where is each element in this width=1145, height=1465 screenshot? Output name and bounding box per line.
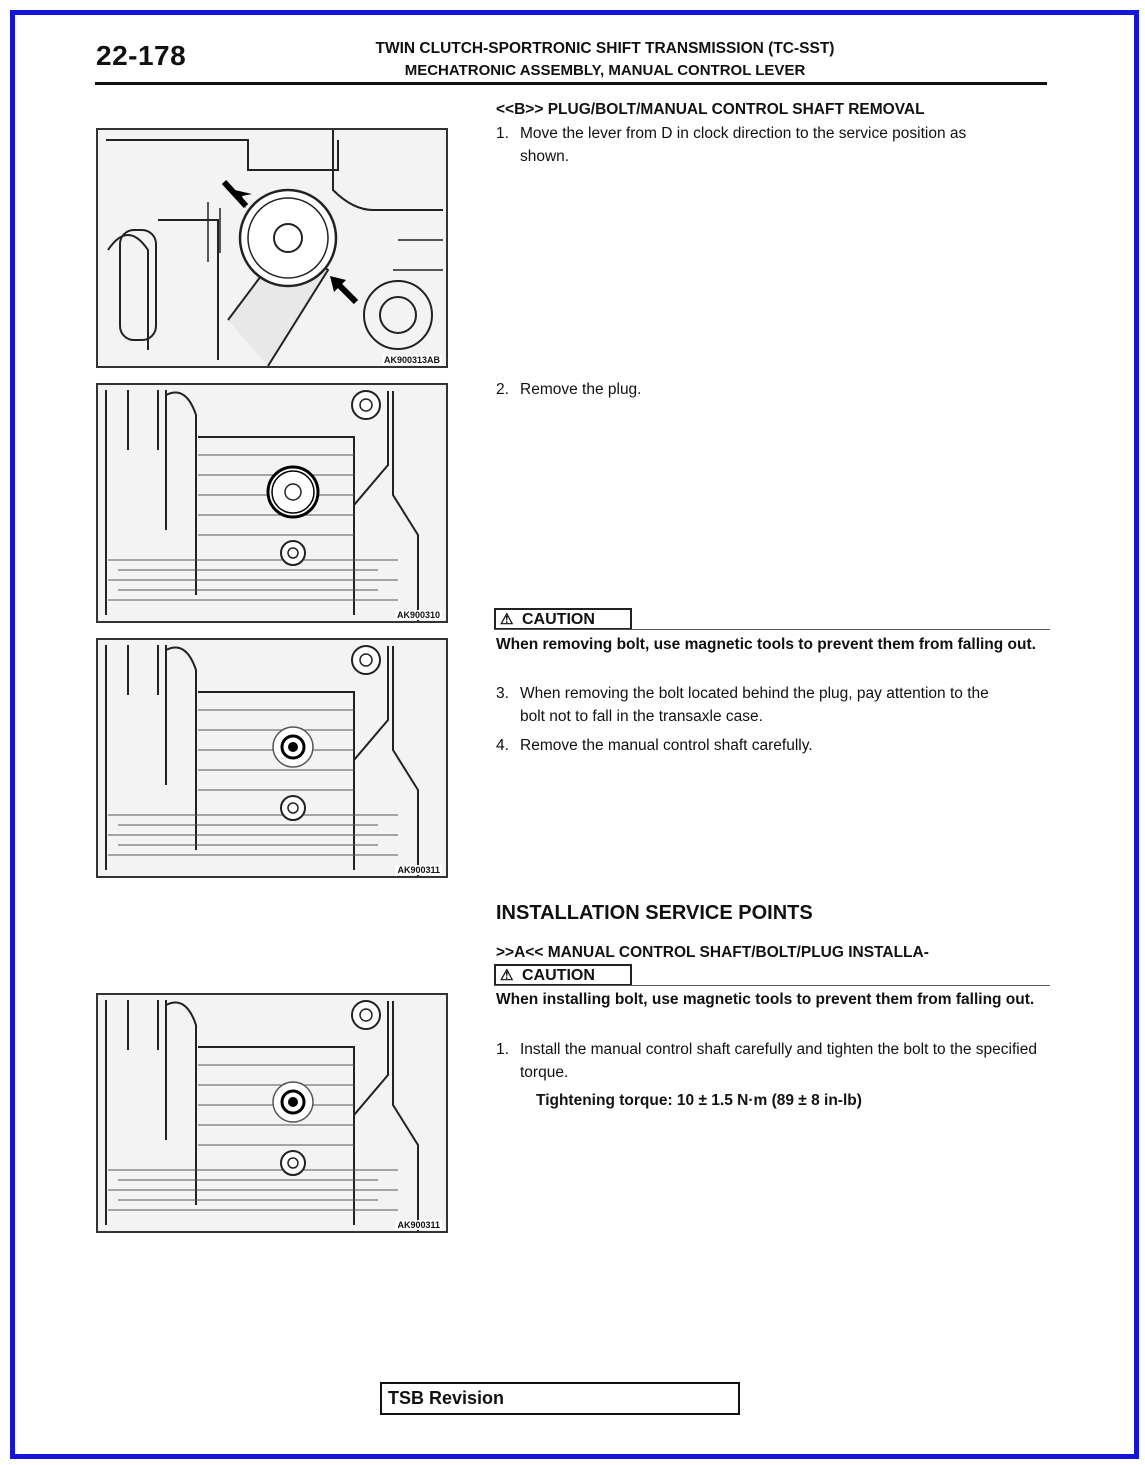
- step-number: 2.: [496, 381, 509, 398]
- warning-triangle-icon: ⚠: [500, 967, 514, 984]
- caution-box: ⚠ CAUTION: [494, 964, 632, 986]
- figure-install-bolt: AK900311: [96, 993, 448, 1233]
- lever-illustration: [98, 130, 446, 366]
- warning-triangle-icon: ⚠: [500, 611, 514, 628]
- figure-bolt: AK900311: [96, 638, 448, 878]
- figure-code: AK900311: [395, 1220, 442, 1230]
- installation-heading: >>A<< MANUAL CONTROL SHAFT/BOLT/PLUG INS…: [496, 944, 929, 961]
- caution-rule: [494, 985, 1050, 986]
- caution-label: CAUTION: [522, 611, 595, 628]
- step-number: 3.: [496, 685, 509, 702]
- step-number: 1.: [496, 125, 509, 142]
- removal-step-4: 4. Remove the manual control shaft caref…: [496, 734, 1056, 757]
- removal-step-1: 1. Move the lever from D in clock direct…: [496, 122, 996, 168]
- removal-step-3: 3. When removing the bolt located behind…: [496, 682, 1006, 728]
- page-frame: [10, 10, 1139, 1459]
- bolt-illustration: [98, 640, 446, 876]
- caution-label: CAUTION: [522, 967, 595, 984]
- page-subtitle: MECHATRONIC ASSEMBLY, MANUAL CONTROL LEV…: [404, 62, 806, 79]
- step-number: 1.: [496, 1041, 509, 1058]
- step-text: Install the manual control shaft careful…: [520, 1041, 1037, 1081]
- caution-text: When removing bolt, use magnetic tools t…: [496, 636, 1036, 653]
- removal-step-2: 2. Remove the plug.: [496, 378, 1056, 401]
- figure-code: AK900310: [394, 610, 442, 620]
- figure-plug: AK900310: [96, 383, 448, 623]
- header-rule: [95, 82, 1047, 85]
- step-text: Remove the plug.: [520, 381, 642, 398]
- figure-code: AK900313AB: [381, 355, 442, 365]
- installation-step-1: 1. Install the manual control shaft care…: [496, 1038, 1056, 1084]
- torque-spec: Tightening torque: 10 ± 1.5 N·m (89 ± 8 …: [536, 1092, 862, 1109]
- caution-text: When installing bolt, use magnetic tools…: [496, 991, 1035, 1008]
- page-title: TWIN CLUTCH-SPORTRONIC SHIFT TRANSMISSIO…: [375, 40, 835, 57]
- plug-illustration: [98, 385, 446, 621]
- figure-lever-service-position: AK900313AB: [96, 128, 448, 368]
- step-number: 4.: [496, 737, 509, 754]
- step-text: Move the lever from D in clock direction…: [520, 125, 967, 165]
- step-text: When removing the bolt located behind th…: [520, 685, 989, 725]
- step-text: Remove the manual control shaft carefull…: [520, 737, 813, 754]
- page-number: 22-178: [96, 40, 187, 71]
- caution-box: ⚠ CAUTION: [494, 608, 632, 630]
- removal-heading: <<B>> PLUG/BOLT/MANUAL CONTROL SHAFT REM…: [496, 101, 925, 118]
- install-bolt-illustration: [98, 995, 446, 1231]
- caution-rule: [494, 629, 1050, 630]
- tsb-revision-box: TSB Revision: [380, 1382, 740, 1415]
- figure-code: AK900311: [395, 865, 442, 875]
- section-title: INSTALLATION SERVICE POINTS: [496, 902, 813, 924]
